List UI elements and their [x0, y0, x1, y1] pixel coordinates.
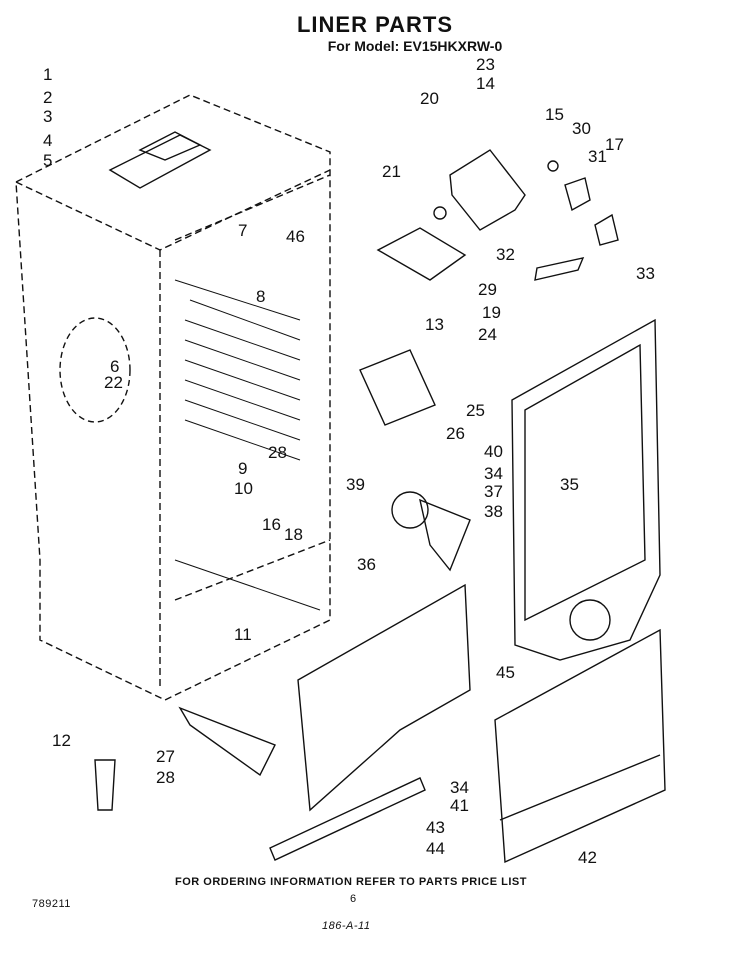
- callout-14: 14: [476, 74, 495, 93]
- callout-46: 46: [286, 227, 305, 246]
- callout-16: 16: [262, 515, 281, 534]
- callout-17: 17: [605, 135, 624, 154]
- callout-18: 18: [284, 525, 303, 544]
- page-number: 6: [350, 893, 357, 905]
- callout-5: 5: [43, 151, 52, 170]
- callout-40: 40: [484, 442, 503, 461]
- callout-6: 6: [110, 357, 119, 376]
- callout-44: 44: [426, 839, 445, 858]
- callout-8: 8: [256, 287, 265, 306]
- cabinet-liner: [15, 94, 331, 701]
- callout-30: 30: [572, 119, 591, 138]
- callout-10: 10: [234, 479, 253, 498]
- callout-29: 29: [478, 280, 497, 299]
- top-bracket-parts: [108, 131, 212, 189]
- drain-trough: [269, 777, 426, 861]
- callout-4: 4: [43, 131, 52, 150]
- callout-11: 11: [234, 625, 252, 644]
- hinge-detail-oval: [59, 317, 131, 423]
- callout-33: 33: [636, 264, 655, 283]
- callout-37: 37: [484, 482, 503, 501]
- callout-34: 34: [450, 778, 469, 797]
- callout-20: 20: [420, 89, 439, 108]
- callout-28: 28: [268, 443, 287, 462]
- callout-7: 7: [238, 221, 247, 240]
- callout-45: 45: [496, 663, 515, 682]
- callout-42: 42: [578, 848, 597, 867]
- callout-36: 36: [357, 555, 376, 574]
- callout-25: 25: [466, 401, 485, 420]
- callout-27: 27: [156, 747, 175, 766]
- callout-28: 28: [156, 768, 175, 787]
- callout-31: 31: [588, 147, 607, 166]
- callout-12: 12: [52, 731, 71, 750]
- callout-41: 41: [450, 796, 469, 815]
- handwritten-note: 186-A-11: [322, 920, 371, 932]
- leveling-leg: [94, 759, 116, 811]
- callout-34: 34: [484, 464, 503, 483]
- document-code: 789211: [32, 898, 71, 910]
- callout-9: 9: [238, 459, 247, 478]
- callout-26: 26: [446, 424, 465, 443]
- toe-grille: [494, 628, 666, 864]
- callout-19: 19: [482, 303, 501, 322]
- callout-15: 15: [545, 105, 564, 124]
- callout-1: 1: [43, 65, 52, 84]
- callout-13: 13: [425, 315, 444, 334]
- callout-24: 24: [478, 325, 497, 344]
- callout-32: 32: [496, 245, 515, 264]
- callout-2: 2: [43, 88, 52, 107]
- callout-38: 38: [484, 502, 503, 521]
- control-housing: [376, 149, 619, 281]
- callout-39: 39: [346, 475, 365, 494]
- ordering-note: FOR ORDERING INFORMATION REFER TO PARTS …: [175, 876, 527, 888]
- shroud-panel: [297, 583, 471, 812]
- page-title: LINER PARTS: [296, 12, 454, 37]
- bottom-bracket: [178, 706, 276, 777]
- callout-23: 23: [476, 55, 495, 74]
- callout-35: 35: [560, 475, 579, 494]
- callout-21: 21: [382, 162, 401, 181]
- fan-assembly: [359, 349, 471, 572]
- evaporator-cover: [511, 318, 661, 661]
- callout-43: 43: [426, 818, 445, 837]
- callout-22: 22: [104, 373, 123, 392]
- callout-3: 3: [43, 107, 52, 126]
- model-subtitle: For Model: EV15HKXRW-0: [327, 38, 503, 54]
- liner-shelves: [174, 279, 321, 611]
